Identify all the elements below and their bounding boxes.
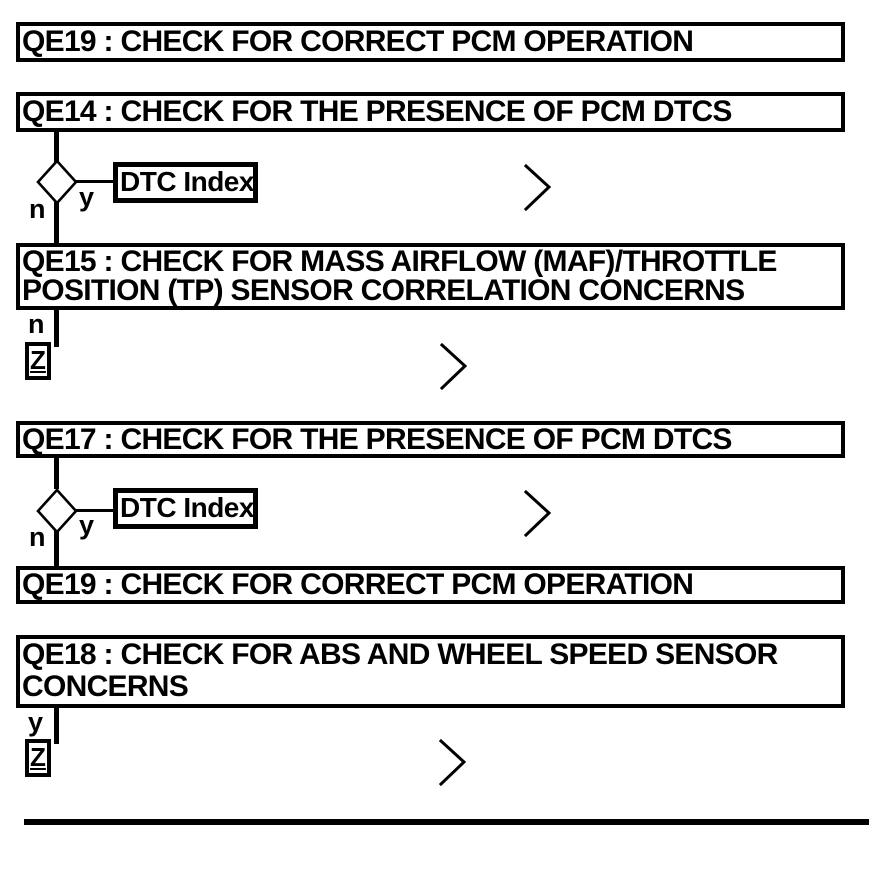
connector-line (74, 509, 114, 512)
step-box-label: POSITION (TP) SENSOR CORRELATION CONCERN… (22, 274, 745, 307)
continue-chevron-icon[interactable] (438, 738, 468, 788)
branch-label-no: n (28, 309, 45, 339)
branch-label-no: n (29, 194, 46, 224)
branch-label-no: n (29, 522, 46, 552)
bottom-divider (24, 819, 869, 825)
continue-chevron-icon[interactable] (523, 163, 553, 213)
step-box-qe19-top[interactable]: QE19 : CHECK FOR CORRECT PCM OPERATION (16, 22, 845, 62)
dtc-index-link-top[interactable]: DTC Index (113, 162, 258, 203)
connector-line (54, 706, 59, 744)
continue-chevron-icon[interactable] (523, 489, 553, 539)
dtc-index-link-bottom[interactable]: DTC Index (113, 488, 258, 529)
connector-line (54, 201, 59, 244)
branch-label-yes: y (79, 510, 95, 540)
step-box-label: CONCERNS (22, 670, 189, 703)
step-box-label: QE19 : CHECK FOR CORRECT PCM OPERATION (22, 568, 694, 601)
connector-line (74, 180, 114, 183)
step-box-label: QE19 : CHECK FOR CORRECT PCM OPERATION (22, 25, 694, 58)
branch-label-yes: y (28, 707, 44, 737)
connector-line (54, 455, 59, 489)
connector-line (54, 308, 59, 347)
step-box-qe18[interactable]: QE18 : CHECK FOR ABS AND WHEEL SPEED SEN… (16, 635, 845, 708)
step-box-qe15[interactable]: QE15 : CHECK FOR MASS AIRFLOW (MAF)/THRO… (16, 243, 845, 310)
continue-chevron-icon[interactable] (439, 342, 469, 392)
step-box-label: QE17 : CHECK FOR THE PRESENCE OF PCM DTC… (22, 423, 732, 456)
offpage-connector-z-top[interactable]: Z (25, 342, 51, 380)
dtc-index-label: DTC Index (120, 492, 254, 523)
step-box-label: QE15 : CHECK FOR MASS AIRFLOW (MAF)/THRO… (22, 245, 777, 278)
dtc-index-label: DTC Index (120, 166, 254, 197)
connector-line (54, 130, 59, 162)
branch-label-yes: y (79, 182, 95, 212)
step-box-qe17[interactable]: QE17 : CHECK FOR THE PRESENCE OF PCM DTC… (16, 421, 845, 458)
offpage-connector-label: Z (30, 345, 46, 375)
step-box-qe19-bottom[interactable]: QE19 : CHECK FOR CORRECT PCM OPERATION (16, 566, 845, 604)
offpage-connector-label: Z (30, 742, 46, 772)
step-box-label: QE14 : CHECK FOR THE PRESENCE OF PCM DTC… (22, 95, 732, 128)
offpage-connector-z-bottom[interactable]: Z (25, 739, 51, 777)
step-box-qe14[interactable]: QE14 : CHECK FOR THE PRESENCE OF PCM DTC… (16, 92, 845, 132)
connector-line (54, 530, 59, 567)
step-box-label: QE18 : CHECK FOR ABS AND WHEEL SPEED SEN… (22, 638, 778, 671)
